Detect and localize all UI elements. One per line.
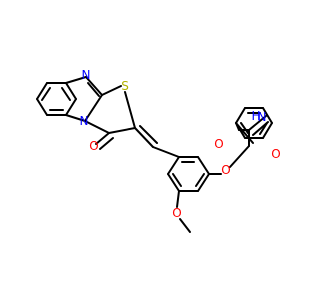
atom-o-ketone: O xyxy=(89,139,98,153)
atom-h: H xyxy=(251,109,260,123)
atom-s: S xyxy=(121,79,129,93)
chemical-structure-diagram: N N S O O O O N H O xyxy=(36,68,281,233)
atom-o-ether-aryl: O xyxy=(221,163,230,177)
atom-n-fused: N xyxy=(80,114,89,128)
atom-o-methoxy-right: O xyxy=(271,147,280,161)
atom-nh: N xyxy=(258,110,267,124)
atom-n-top: N xyxy=(82,68,91,82)
atom-labels: N N S O O O O N H O xyxy=(80,68,281,220)
atom-o-methoxy-left: O xyxy=(172,206,181,220)
bond-lines xyxy=(36,76,273,233)
atom-o-amide: O xyxy=(214,137,223,151)
